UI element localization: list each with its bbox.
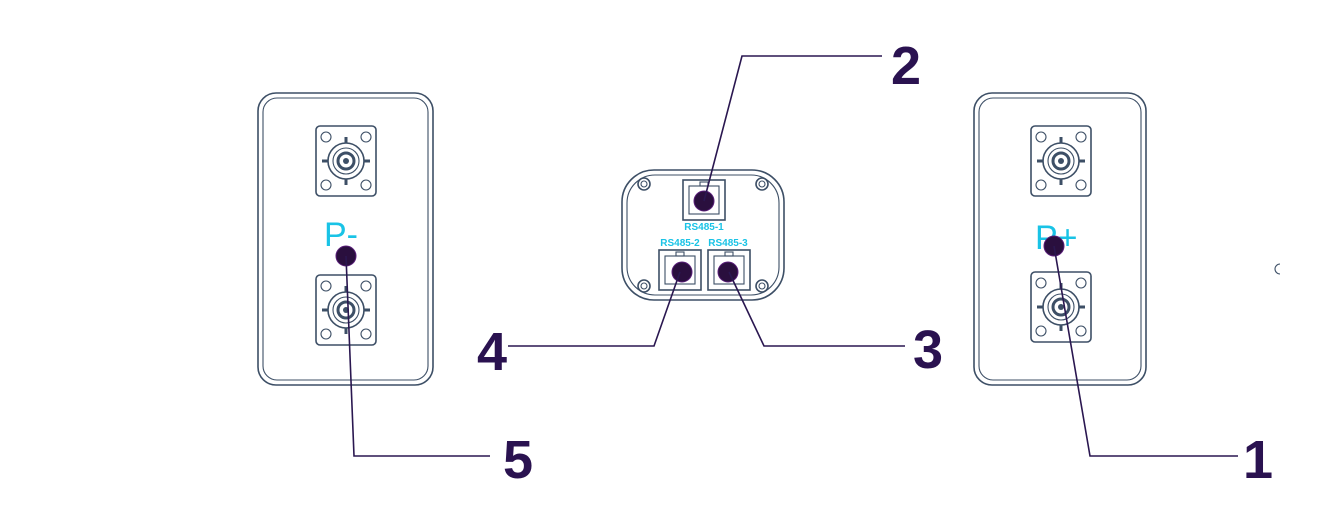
left-panel: P- [257, 92, 434, 386]
port-label-rs485-2: RS485-2 [660, 238, 700, 249]
callout-5: 5 [503, 430, 533, 490]
rs485-2-marker-dot [671, 261, 693, 283]
leader-lines [345, 55, 1238, 457]
leader-line-2 [703, 55, 882, 202]
left-bottom-connector [314, 273, 378, 347]
center-box: RS485-1 RS485-2 RS485-3 [621, 169, 785, 301]
rs485-3-marker-dot [717, 261, 739, 283]
callout-3: 3 [913, 320, 943, 380]
leader-line-4 [508, 271, 681, 347]
callout-2: 2 [891, 36, 921, 96]
port-label-rs485-3: RS485-3 [708, 238, 748, 249]
leader-line-3 [728, 271, 905, 347]
port-label-rs485-1: RS485-1 [684, 222, 724, 233]
callout-4: 4 [477, 322, 507, 382]
leader-line-5 [345, 255, 490, 457]
leader-line-1 [1053, 245, 1238, 457]
right-panel: P+ [973, 92, 1147, 386]
right-top-connector [1029, 124, 1093, 198]
stray-mark [1274, 263, 1281, 275]
callout-1: 1 [1243, 430, 1273, 490]
left-top-connector [314, 124, 378, 198]
